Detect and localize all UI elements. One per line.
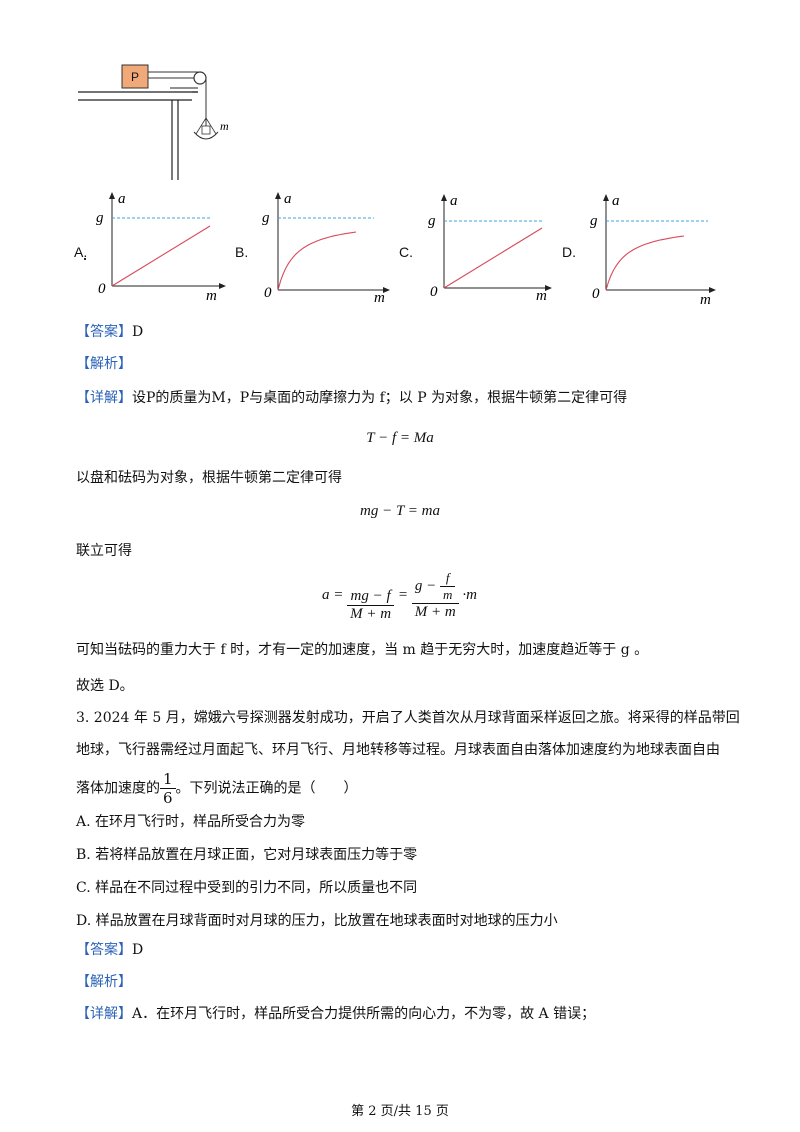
x-axis-label: m [374, 290, 385, 306]
equation-1: T − f = Ma [366, 430, 434, 446]
origin-label: 0 [592, 286, 600, 302]
q3-option-b: B. 若将样品放置在月球正面，它对月球表面压力等于零 [76, 847, 418, 863]
q3-detail: 【详解】A．在环月飞行时，样品所受合力提供所需的向心力，不为零，故 A 错误； [76, 1004, 595, 1024]
origin-label: 0 [264, 285, 272, 301]
weight-pan [193, 131, 219, 140]
graph-a: a g 0 m [96, 191, 226, 304]
detail-text: A．在环月飞行时，样品所受合力提供所需的向心力，不为零，故 A 错误； [132, 1006, 596, 1022]
q2-detail: 【详解】设P的质量为M，P与桌面的动摩擦力为 f；以 P 为对象，根据牛顿第二定… [76, 388, 627, 408]
equation-3: a = mg − f M + m = g − f m M + m ·m [322, 568, 477, 623]
q3-option-d: D. 样品放置在月球背面时对月球的压力，比放置在地球表面时对地球的压力小 [76, 913, 558, 929]
q2-analysis-tag: 【解析】 [76, 356, 132, 372]
q3-answer: 【答案】D [76, 940, 143, 960]
q2-line2: 以盘和砝码为对象，根据牛顿第二定律可得 [76, 470, 342, 486]
block-p [121, 64, 149, 89]
answer-tag: 【答案】 [76, 324, 132, 340]
q2-answer: 【答案】D [76, 322, 143, 342]
y-axis-label: a [612, 193, 620, 209]
page-footer: 第 2 页/共 15 页 [351, 1104, 449, 1119]
y-axis-label: a [284, 191, 292, 207]
option-d-label: D. [562, 244, 576, 260]
curve-a [111, 225, 211, 287]
q3-analysis-tag: 【解析】 [76, 974, 132, 990]
y-axis-label: a [450, 193, 458, 209]
one-sixth-fraction: 1 6 [160, 770, 176, 807]
eq3-inner-fraction: f m [440, 570, 456, 603]
eq3-tail: ·m [462, 587, 477, 603]
mass-label: m [220, 119, 229, 133]
eq3-equals: = [397, 587, 408, 603]
detail-tag: 【详解】 [76, 1006, 132, 1022]
g-label: g [590, 213, 598, 229]
detail-tag: 【详解】 [76, 390, 132, 406]
q3-option-c: C. 样品在不同过程中受到的引力不同，所以质量也不同 [76, 880, 418, 896]
option-b-label: B. [235, 244, 249, 260]
block-label: P [131, 70, 139, 84]
y-axis-label: a [118, 191, 126, 207]
apparatus-figure: P m [78, 64, 229, 180]
equation-2: mg − T = ma [360, 503, 440, 519]
x-axis-label: m [206, 288, 217, 304]
q3-line3: 落体加速度的 1 6 。下列说法正确的是（ ） [76, 770, 358, 807]
eq3-fraction-1: mg − f M + m [347, 588, 395, 623]
pulley [193, 71, 207, 85]
answer-value: D [132, 942, 144, 958]
origin-label: 0 [430, 284, 438, 300]
q2-line4: 可知当砝码的重力大于 f 时，才有一定的加速度，当 m 趋于无穷大时，加速度趋近… [76, 642, 649, 658]
q3-line1: 3. 2024 年 5 月，嫦娥六号探测器发射成功，开启了人类首次从月球背面采样… [76, 710, 740, 726]
g-label: g [96, 210, 104, 226]
graph-c: a g 0 m [428, 193, 552, 304]
q3-line2: 地球，飞行器需经过月面起飞、环月飞行、月地转移等过程。月球表面自由落体加速度约为… [76, 742, 720, 758]
origin-label: 0 [98, 281, 106, 297]
x-axis-label: m [700, 292, 711, 308]
curve-d [605, 235, 685, 291]
answer-tag: 【答案】 [76, 942, 132, 958]
eq3-fraction-2: g − f m M + m [411, 570, 459, 621]
q2-line3: 联立可得 [76, 543, 132, 559]
graph-b: a g 0 m [262, 191, 390, 306]
graph-d: a g 0 m [590, 193, 716, 308]
g-label: g [428, 213, 436, 229]
detail-text: 设P的质量为M，P与桌面的动摩擦力为 f；以 P 为对象，根据牛顿第二定律可得 [132, 390, 628, 406]
curve-c [443, 227, 543, 289]
q2-line5: 故选 D。 [76, 678, 134, 694]
option-c-label: C. [399, 244, 413, 260]
x-axis-label: m [536, 288, 547, 304]
curve-b [277, 231, 357, 291]
g-label: g [262, 210, 270, 226]
option-a-label: A. [74, 244, 88, 260]
answer-value: D [132, 324, 144, 340]
stray-dot [84, 258, 86, 260]
eq3-a: a = [322, 587, 344, 603]
q3-option-a: A. 在环月飞行时，样品所受合力为零 [76, 814, 306, 830]
